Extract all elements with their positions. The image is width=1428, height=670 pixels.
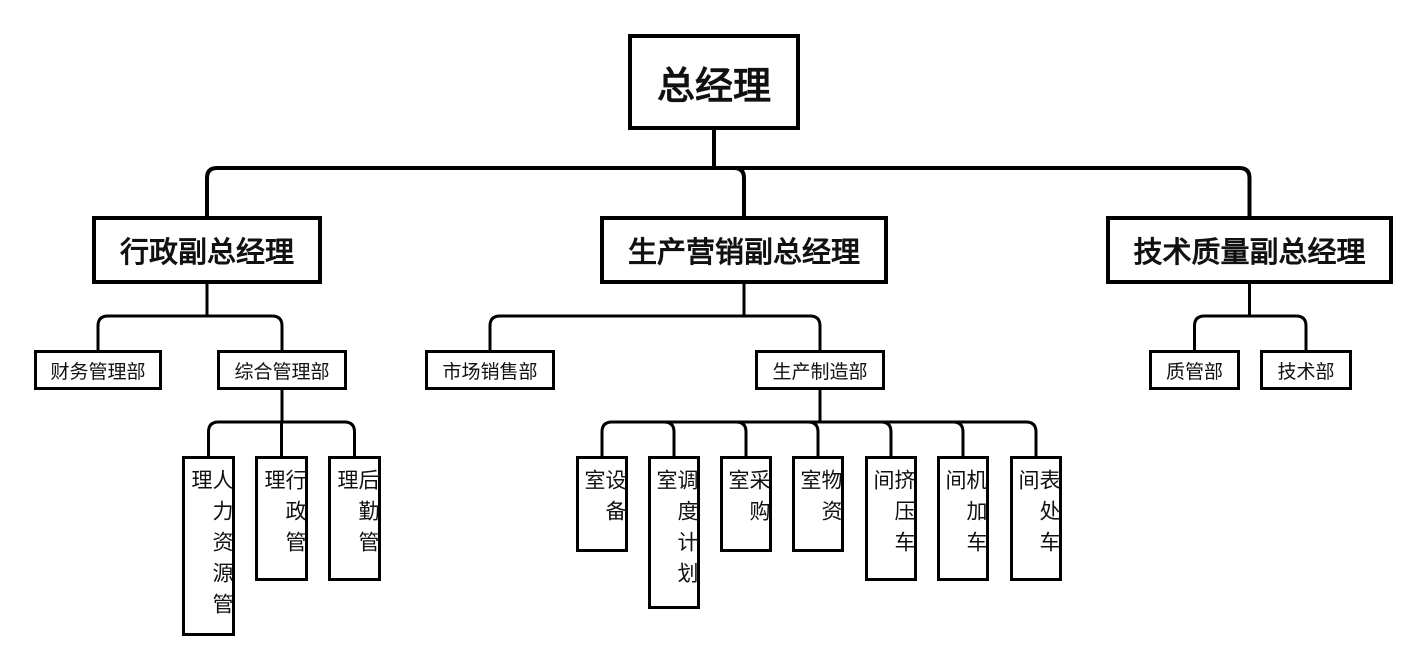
org-node-label: 综合管理部	[234, 360, 330, 383]
org-node-label: 挤压车间	[871, 469, 916, 562]
org-node-vp-admin[interactable]: 行政副总经理	[92, 216, 322, 284]
connector-drop-extrusion	[880, 420, 893, 456]
org-node-extrusion[interactable]: 挤压车间	[865, 456, 917, 581]
org-node-label: 后勤管理	[335, 469, 380, 562]
org-node-vp-tech[interactable]: 技术质量副总经理	[1106, 216, 1393, 284]
org-node-qa[interactable]: 质管部	[1149, 350, 1240, 390]
connector-drop-machining	[952, 420, 965, 456]
org-node-label: 物资室	[798, 469, 843, 531]
connector-drop-scheduling	[663, 420, 676, 456]
org-node-surface[interactable]: 表处车间	[1010, 456, 1062, 581]
connector-bus-vp-admin	[96, 314, 284, 350]
connector-bus-vp-prod	[488, 314, 822, 350]
org-node-label: 技术质量副总经理	[1133, 235, 1366, 269]
org-node-label: 调度计划室	[654, 469, 699, 593]
org-node-label: 总经理	[656, 63, 771, 108]
org-node-scheduling[interactable]: 调度计划室	[648, 456, 700, 609]
org-node-sales[interactable]: 市场销售部	[425, 350, 555, 390]
org-node-general[interactable]: 综合管理部	[217, 350, 347, 390]
org-node-label: 表处车间	[1016, 469, 1061, 562]
connector-drop-materials	[807, 420, 820, 456]
connector-bus-manufacturing	[600, 420, 1038, 456]
org-node-label: 行政副总经理	[119, 235, 294, 269]
org-node-label: 财务管理部	[50, 360, 146, 383]
org-node-label: 设备室	[582, 469, 627, 531]
connector-bus-gm	[205, 166, 1252, 216]
org-node-logistics[interactable]: 后勤管理	[328, 456, 381, 581]
org-node-label: 市场销售部	[442, 360, 538, 383]
connector-drop-vp-prod	[733, 166, 746, 216]
connector-drop-purchasing	[735, 420, 748, 456]
org-node-gm[interactable]: 总经理	[628, 34, 800, 130]
org-node-label: 机加车间	[943, 469, 988, 562]
org-node-label: 生产营销副总经理	[627, 235, 860, 269]
org-node-label: 人力资源管理	[189, 469, 234, 624]
org-node-label: 技术部	[1277, 360, 1335, 383]
org-node-finance[interactable]: 财务管理部	[34, 350, 162, 390]
org-node-tech[interactable]: 技术部	[1260, 350, 1352, 390]
org-node-equipment[interactable]: 设备室	[576, 456, 628, 552]
org-node-label: 质管部	[1165, 360, 1223, 383]
org-node-machining[interactable]: 机加车间	[937, 456, 989, 581]
org-node-vp-prod[interactable]: 生产营销副总经理	[600, 216, 888, 284]
org-node-label: 行政管理	[262, 469, 307, 562]
connector-bus-vp-tech	[1193, 314, 1308, 350]
org-node-materials[interactable]: 物资室	[792, 456, 844, 552]
org-node-manufacturing[interactable]: 生产制造部	[755, 350, 885, 390]
org-node-label: 采购室	[726, 469, 771, 531]
org-node-purchasing[interactable]: 采购室	[720, 456, 772, 552]
org-node-label: 生产制造部	[772, 360, 868, 383]
org-node-hr[interactable]: 人力资源管理	[182, 456, 235, 636]
org-node-admin-mgmt[interactable]: 行政管理	[255, 456, 308, 581]
